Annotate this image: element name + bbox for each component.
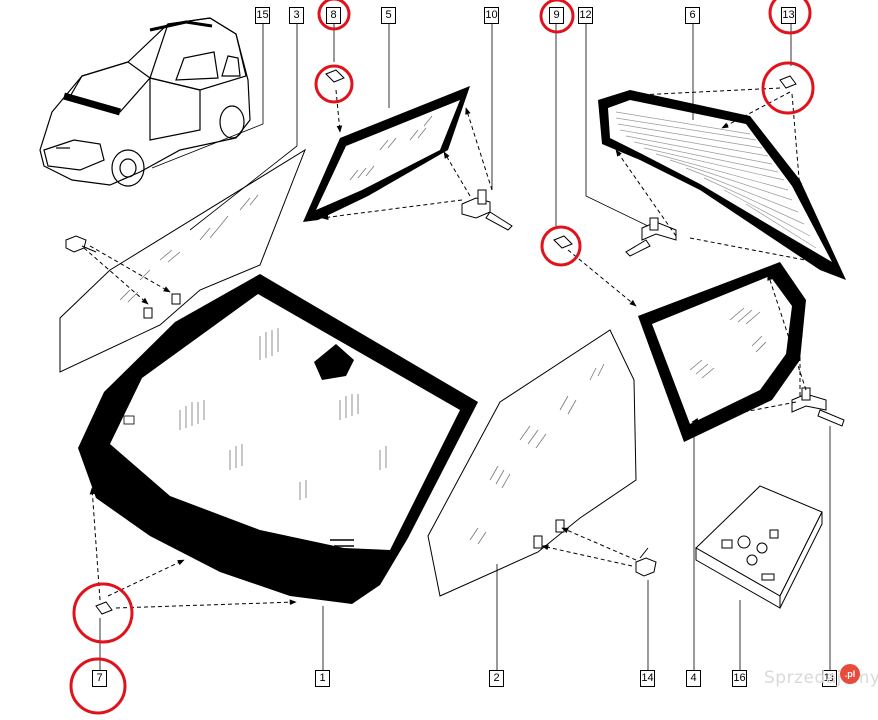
label-5: 5: [381, 7, 396, 24]
label-1: 1: [315, 670, 330, 687]
clip-bracket-11: [791, 387, 845, 427]
part-1-windscreen: [78, 274, 478, 604]
highlight-label-7: [69, 657, 127, 715]
label-15: 15: [255, 7, 270, 24]
label-6: 6: [685, 7, 700, 24]
label-13: 13: [781, 7, 796, 24]
block-13: [779, 75, 797, 89]
clip-pair-door: [533, 519, 565, 549]
highlight-circles: [69, 0, 815, 715]
highlight-block-8: [314, 64, 354, 104]
highlight-block-7: [72, 582, 134, 644]
part-5-quarter-glass: [303, 86, 470, 222]
watermark-badge: .pl: [840, 664, 860, 684]
clip-bracket-10: [461, 189, 513, 231]
car-illustration: [39, 17, 251, 187]
clip-pair-front-quarter: [143, 293, 181, 319]
label-4: 4: [686, 670, 701, 687]
label-16: 16: [732, 670, 747, 687]
label-12: 12: [578, 7, 593, 24]
highlight-label-9: [539, 0, 575, 34]
watermark-text: Sprzedajemy: [764, 668, 878, 688]
kit-box-16: [695, 485, 823, 609]
dashed-arrows: [83, 87, 827, 609]
leader-lines: [99, 22, 831, 678]
part-2-door-glass: [427, 329, 637, 597]
part-6-rear-window: [598, 90, 846, 280]
label-11: 11: [822, 670, 837, 687]
label-9: 9: [549, 7, 564, 24]
highlight-label-13: [768, 0, 812, 35]
highlight-block-9: [540, 225, 582, 267]
highlight-label-8: [317, 0, 351, 31]
label-3: 3: [289, 7, 304, 24]
bolt-front-quarter: [65, 235, 97, 253]
part-4-rear-side-glass: [638, 262, 806, 442]
highlight-block-13: [761, 61, 815, 115]
block-9: [553, 235, 573, 249]
label-8: 8: [326, 7, 341, 24]
part-3-front-quarter-glass: [59, 148, 307, 373]
clip-bracket-12: [625, 217, 677, 257]
block-8: [325, 69, 345, 83]
label-2: 2: [489, 670, 504, 687]
bolt-14: [635, 547, 657, 577]
label-10: 10: [484, 7, 499, 24]
block-7: [95, 601, 113, 615]
label-14: 14: [640, 670, 655, 687]
label-7: 7: [92, 670, 107, 687]
